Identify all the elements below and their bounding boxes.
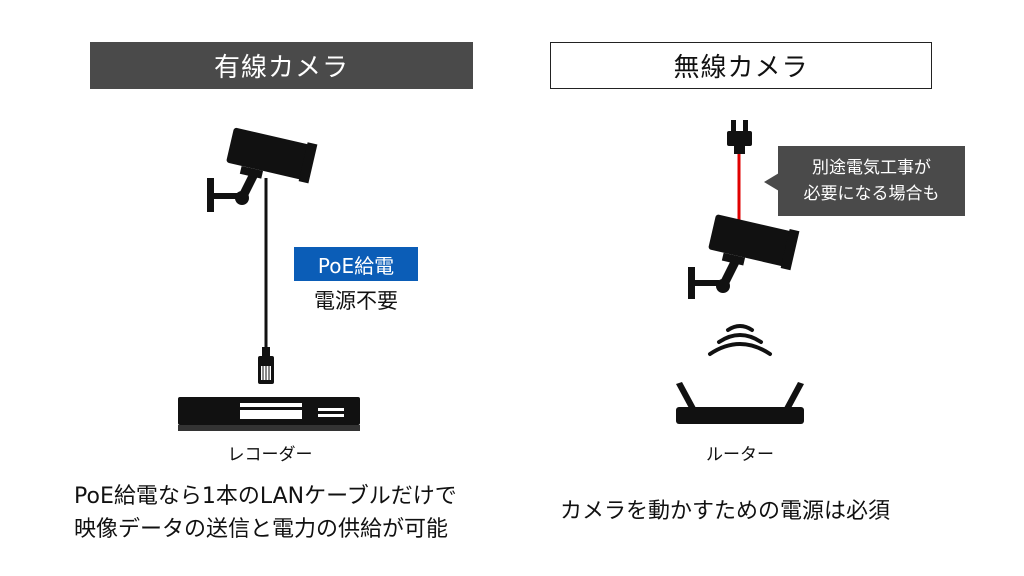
wired-description-line-2: 映像データの送信と電力の供給が可能	[74, 517, 449, 542]
recorder-icon	[178, 397, 360, 431]
wireless-description: カメラを動かすための電源は必須	[560, 499, 891, 524]
power-plug-icon	[727, 120, 752, 154]
no-power-needed-label: 電源不要	[314, 289, 398, 313]
wired-description-line-1: PoE給電なら1本のLANケーブルだけで	[74, 484, 457, 509]
poe-power-badge: PoE給電	[294, 247, 418, 281]
router-label: ルーター	[706, 445, 774, 465]
recorder-label: レコーダー	[227, 445, 313, 465]
wifi-signal-icon	[708, 324, 772, 356]
callout-pointer	[764, 173, 779, 191]
callout-line-1: 別途電気工事が	[812, 158, 931, 178]
callout-line-2: 必要になる場合も	[803, 184, 940, 204]
router-icon	[676, 382, 804, 424]
wireless-security-camera-icon	[688, 214, 800, 299]
wireless-camera-title: 無線カメラ	[550, 42, 932, 89]
wired-security-camera-icon	[207, 127, 318, 212]
wired-description: PoE給電なら1本のLANケーブルだけで 映像データの送信と電力の供給が可能	[74, 480, 494, 546]
wired-camera-title: 有線カメラ	[90, 42, 473, 89]
lan-plug-icon	[258, 347, 274, 384]
electrical-work-callout: 別途電気工事が 必要になる場合も	[778, 146, 965, 216]
